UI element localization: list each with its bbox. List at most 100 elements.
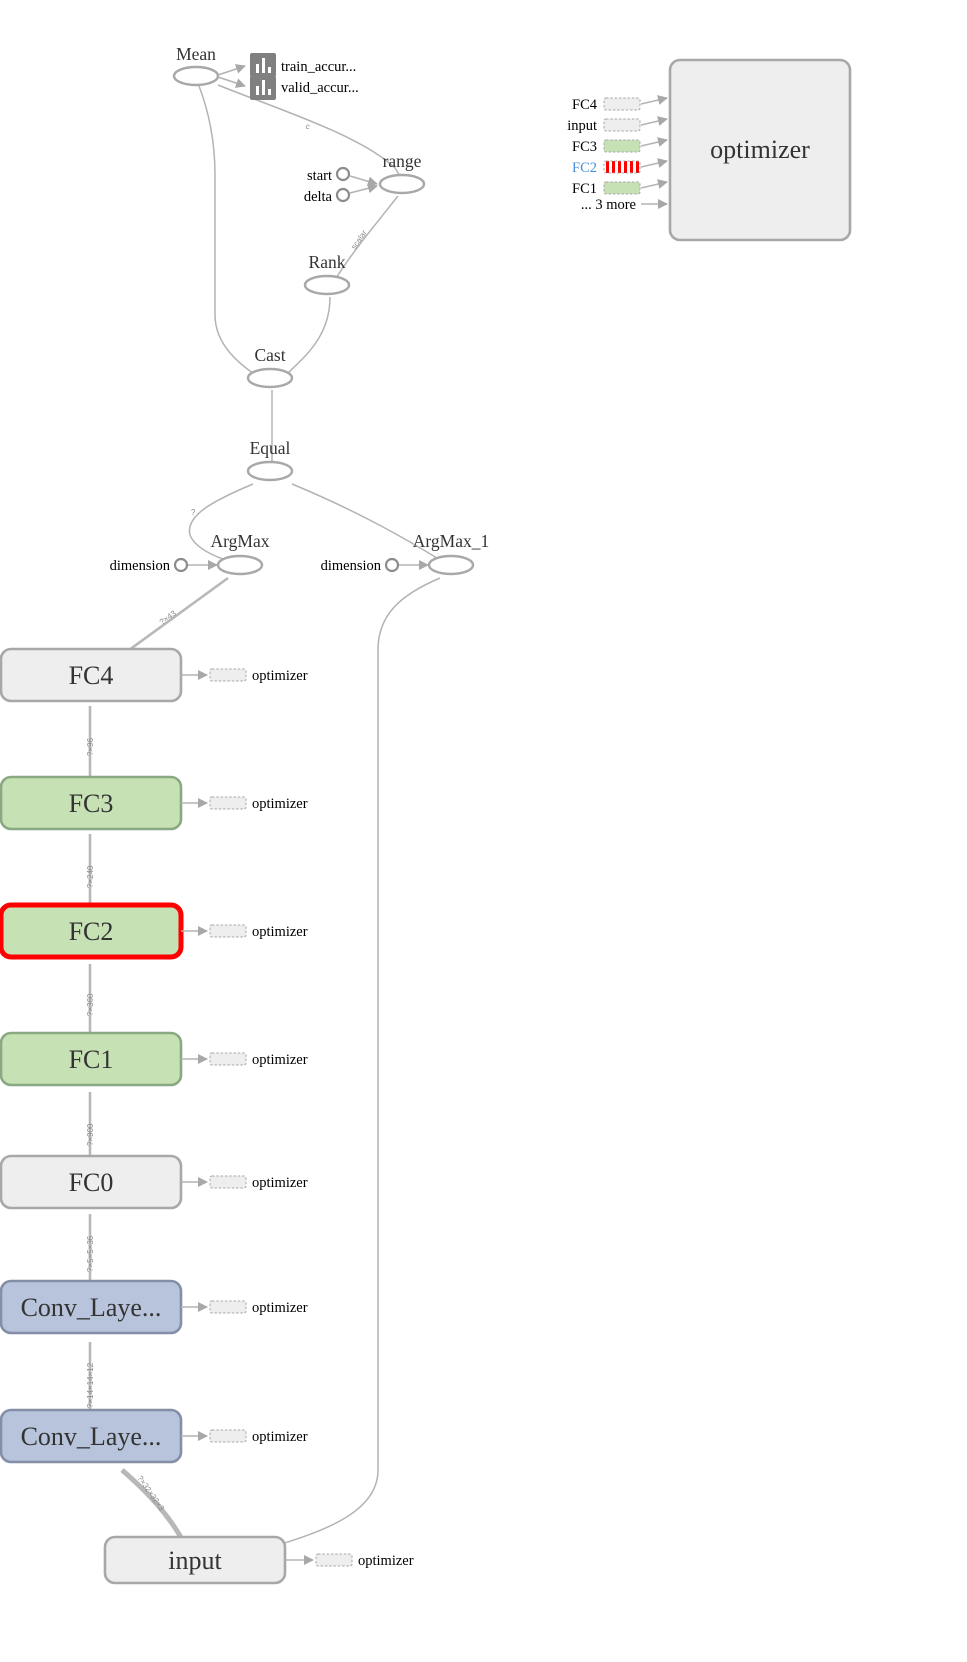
const-start-label: start [307,168,332,184]
op-argmax[interactable]: ArgMax [211,531,270,576]
optimizer-input-edge [640,137,668,147]
edge-label-rank-range: scalar [349,228,369,251]
const-dimension-1[interactable]: dimension [110,557,189,574]
summary-valid[interactable]: valid_accur... [250,76,359,100]
layer-optimizer-stub[interactable] [209,796,247,810]
optimizer-more-label: ... 3 more [581,197,636,213]
edge-label-fc3-fc2: ?×240 [86,865,95,888]
layer-title: FC4 [69,661,114,690]
layer-optimizer-label: optimizer [252,668,308,684]
optimizer-input-row[interactable]: input [567,116,668,134]
input-node[interactable]: input [103,1535,287,1585]
const-delta[interactable]: delta [304,187,351,205]
op-mean[interactable]: Mean [172,44,220,87]
edge-delta-range [349,183,378,194]
optimizer-input-edge [640,179,668,189]
edge-mean-cast [198,85,261,379]
edge-rank-cast [282,296,331,379]
op-rank[interactable]: Rank [303,252,351,296]
op-argmax-1-ellipse[interactable] [427,554,475,576]
optimizer-input-row[interactable]: FC4 [572,95,668,113]
layer-optimizer-stub[interactable] [209,924,247,938]
optimizer-box[interactable] [668,58,852,242]
optimizer-input-stub[interactable] [603,160,641,174]
optimizer-more-row[interactable]: ... 3 more [581,197,668,213]
layer-optimizer-stub[interactable] [209,1175,247,1189]
layer-title: FC2 [69,917,114,946]
layer-node[interactable]: Conv_Laye... optimizer [0,1279,308,1335]
op-equal-label: Equal [250,438,291,458]
layer-optimizer-label: optimizer [252,796,308,812]
summary-train-label: train_accur... [281,59,356,75]
optimizer-input-edge [640,116,668,126]
edge-rank-range [334,195,399,281]
op-argmax-label: ArgMax [211,531,270,551]
op-range-ellipse[interactable] [378,173,426,195]
input-optimizer-label: optimizer [358,1553,414,1569]
edge-label-fc2-fc1: ?×360 [86,993,95,1016]
op-cast-label: Cast [254,345,285,365]
optimizer-input-row[interactable]: FC3 [572,137,668,155]
const-delta-label: delta [304,189,333,205]
edge-argmax-fc4 [124,576,229,655]
const-start[interactable]: start [307,166,351,184]
op-cast-ellipse[interactable] [246,367,294,389]
edge-label-argmax-fc4: ?×43 [158,608,178,626]
op-argmax-ellipse[interactable] [216,554,264,576]
layer-optimizer-label: optimizer [252,1300,308,1316]
op-argmax-1[interactable]: ArgMax_1 [413,531,489,576]
layer-optimizer-stub[interactable] [209,1429,247,1443]
op-range[interactable]: range [378,151,426,195]
optimizer-input-label: FC3 [572,139,597,155]
op-rank-ellipse[interactable] [303,274,351,296]
layer-optimizer-stub[interactable] [209,1300,247,1314]
edge-label-conv-conv: ?×14×14×12 [86,1362,95,1408]
edge-start-range [349,175,378,187]
optimizer-input-stub[interactable] [603,97,641,111]
edges [88,84,441,1549]
optimizer-input-row[interactable]: FC2 [572,158,668,176]
edge-label-conv-input: ?×32×32×3 [135,1474,166,1513]
const-delta-circle[interactable] [335,187,351,203]
edge-mean-train [217,64,246,76]
edge-conv-input [120,1468,188,1547]
layer-node[interactable]: FC4 optimizer [0,647,308,703]
optimizer-input-label: FC1 [572,181,597,197]
optimizer-input-stub[interactable] [603,118,641,132]
input-optimizer-stub[interactable] [315,1553,353,1567]
op-equal[interactable]: Equal [246,438,294,482]
const-dimension-2-label: dimension [321,558,382,574]
edge-mean-range [217,84,401,177]
optimizer-input-label: FC4 [572,97,598,113]
layer-node[interactable]: Conv_Laye...optimizer [0,1408,308,1464]
layer-optimizer-stub[interactable] [209,668,247,682]
op-mean-ellipse[interactable] [172,65,220,87]
optimizer-node[interactable]: optimizer [668,58,852,242]
op-equal-ellipse[interactable] [246,460,294,482]
const-dimension-2[interactable]: dimension [321,557,400,574]
op-mean-label: Mean [176,44,216,64]
summary-valid-label: valid_accur... [281,80,359,96]
layer-title: Conv_Laye... [21,1422,162,1451]
optimizer-input-row[interactable]: FC1 [572,179,668,197]
input-title: input [168,1546,222,1575]
edge-label-equal-argmax: ? [191,508,196,517]
optimizer-input-stub[interactable] [603,181,641,195]
const-dimension-1-circle[interactable] [173,557,189,573]
op-cast[interactable]: Cast [246,345,294,389]
layer-optimizer-stub[interactable] [209,1052,247,1066]
optimizer-input-stub[interactable] [603,139,641,153]
optimizer-input-edge [640,95,668,105]
const-start-circle[interactable] [335,166,351,182]
layer-title: Conv_Laye... [21,1293,162,1322]
edge-argmax1-input [267,577,441,1549]
edge-equal-argmax1 [291,483,441,561]
edge-equal-argmax [188,483,254,563]
summary-train[interactable]: train_accur... [250,53,356,77]
const-dimension-2-circle[interactable] [384,557,400,573]
